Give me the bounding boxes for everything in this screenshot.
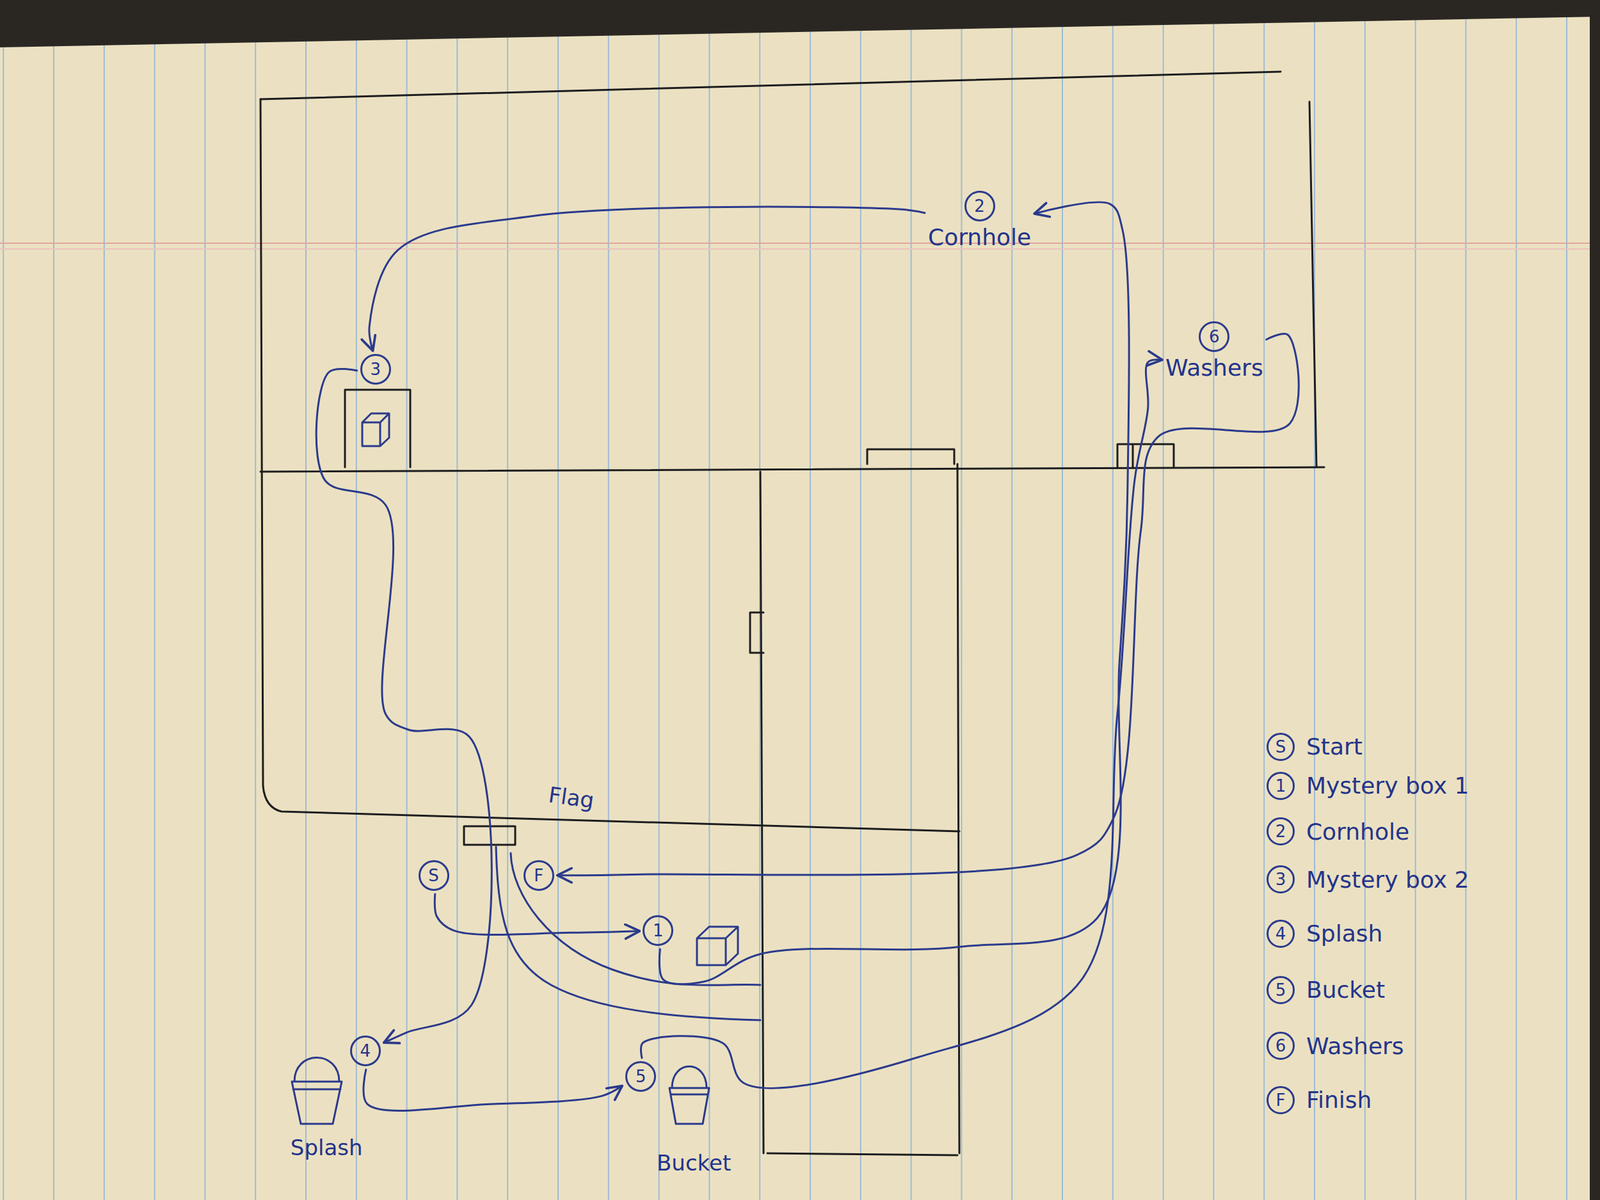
- legend-symbol: S: [1275, 738, 1287, 756]
- mystery-box-icon: [696, 926, 738, 966]
- legend-symbol: 1: [1275, 777, 1287, 795]
- legend-row: F Finish: [1266, 1086, 1372, 1115]
- station-number: S: [428, 867, 440, 884]
- legend-text: Mystery box 1: [1306, 772, 1469, 799]
- route-arrow: [369, 206, 925, 351]
- route-arrow: [640, 359, 1163, 1088]
- desk-edge: [0, 0, 1600, 48]
- door-symbol: [867, 449, 955, 464]
- route-arrow: [659, 202, 1129, 985]
- station-circle: S: [418, 860, 450, 891]
- station-number: 1: [652, 922, 664, 939]
- legend-text: Washers: [1306, 1032, 1405, 1060]
- building-wall: [260, 71, 1281, 100]
- legend-text: Bucket: [1306, 976, 1385, 1003]
- route-arrow: [434, 894, 640, 936]
- legend-row: 5 Bucket: [1266, 976, 1385, 1005]
- building-wall: [957, 464, 960, 1154]
- legend-symbol: F: [1275, 1091, 1286, 1109]
- legend-symbol: 5: [1275, 981, 1287, 999]
- legend-row: 6 Washers: [1266, 1031, 1405, 1060]
- legend-circle: 4: [1266, 919, 1295, 948]
- margin-line: [0, 248, 1600, 250]
- building-wall: [260, 99, 960, 832]
- station-number: 3: [369, 360, 381, 378]
- station-node: F: [523, 860, 555, 891]
- legend-row: 1 Mystery box 1: [1266, 771, 1469, 800]
- station-circle: 6: [1198, 321, 1230, 352]
- legend-row: S Start: [1266, 732, 1363, 761]
- station-number: 6: [1208, 328, 1220, 345]
- station-label: Bucket: [656, 1150, 731, 1176]
- station-number: 4: [360, 1042, 372, 1060]
- station-name: Washers: [1165, 354, 1264, 381]
- legend-circle: 6: [1266, 1031, 1295, 1060]
- desk-edge: [1589, 0, 1600, 1200]
- building-wall: [760, 471, 764, 1154]
- station-enclosure: [344, 389, 411, 468]
- bucket-icon: [291, 1057, 342, 1125]
- legend-circle: 1: [1266, 771, 1295, 800]
- building-wall: [1309, 101, 1317, 468]
- flag-label: Flag: [547, 782, 596, 814]
- legend-row: 2 Cornhole: [1266, 817, 1410, 846]
- route-arrow: [557, 333, 1299, 875]
- legend-row: 4 Splash: [1266, 919, 1383, 948]
- legend-circle: F: [1266, 1086, 1295, 1115]
- station-node: 1: [642, 915, 674, 946]
- legend-text: Finish: [1306, 1086, 1372, 1113]
- margin-line: [0, 242, 1600, 244]
- legend-text: Splash: [1306, 920, 1383, 947]
- path-line: [510, 853, 761, 985]
- legend-row: 3 Mystery box 2: [1266, 865, 1469, 894]
- door-symbol: [750, 612, 764, 653]
- station-circle: 2: [964, 190, 996, 222]
- legend-text: Mystery box 2: [1306, 866, 1469, 893]
- legend-text: Cornhole: [1306, 818, 1410, 845]
- station-label: Splash: [290, 1135, 363, 1161]
- station-number: 2: [974, 197, 985, 215]
- legend-symbol: 3: [1275, 871, 1287, 888]
- station-circle: 5: [625, 1061, 656, 1092]
- station-circle: F: [523, 860, 555, 891]
- station-name: Cornhole: [928, 224, 1032, 251]
- station-node: 4: [350, 1035, 381, 1067]
- legend-symbol: 4: [1275, 925, 1287, 943]
- route-arrow: [363, 1069, 623, 1111]
- station-node: 6Washers: [1165, 321, 1264, 381]
- station-circle: 3: [360, 353, 392, 385]
- station-node: S: [418, 860, 450, 891]
- building-wall: [767, 1153, 958, 1156]
- bucket-icon: [669, 1066, 710, 1124]
- legend-symbol: 6: [1275, 1037, 1287, 1055]
- route-arrow: [316, 368, 492, 1043]
- legend-circle: S: [1266, 732, 1295, 761]
- station-node: 2Cornhole: [928, 190, 1032, 251]
- legend-circle: 5: [1266, 976, 1295, 1005]
- station-number: F: [533, 867, 544, 884]
- station-number: 5: [635, 1068, 647, 1085]
- legend-circle: 3: [1266, 865, 1295, 894]
- building-wall: [260, 467, 1325, 472]
- station-node: 3: [360, 353, 392, 385]
- station-circle: 1: [642, 915, 674, 946]
- station-node: 5: [625, 1061, 656, 1092]
- legend-text: Start: [1306, 733, 1363, 760]
- legend-symbol: 2: [1275, 823, 1287, 840]
- station-circle: 4: [350, 1035, 381, 1067]
- mystery-box-icon: [362, 413, 390, 447]
- legend-circle: 2: [1266, 817, 1295, 846]
